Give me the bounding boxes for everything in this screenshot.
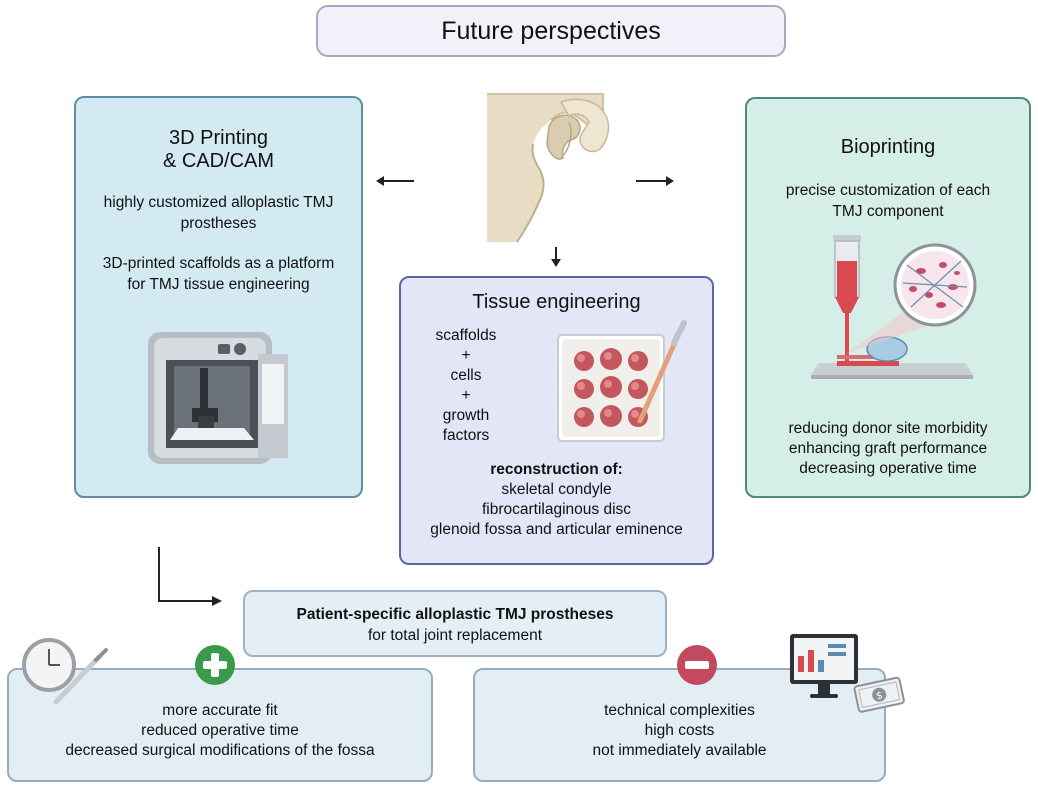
ingredient-factors: factors	[442, 427, 490, 444]
patient-specific-subtitle: for total joint replacement	[367, 627, 543, 644]
cell-culture-dish-icon	[557, 320, 687, 442]
bioprinter-icon	[811, 235, 977, 379]
ingredient-scaffolds: scaffolds	[435, 327, 497, 344]
bioprinting-box: Bioprinting precise customization of eac…	[745, 97, 1031, 498]
reconstruction-label: reconstruction of:	[490, 461, 623, 478]
minus-icon	[677, 645, 717, 685]
clock-scalpel-icon	[22, 638, 108, 705]
printing-point1-line1: highly customized alloplastic TMJ	[103, 194, 334, 211]
printing-heading-line2: & CAD/CAM	[162, 150, 275, 172]
disadvantage-2: high costs	[644, 722, 715, 739]
reconstruction-item-2: fibrocartilaginous disc	[481, 501, 632, 518]
advantage-2: reduced operative time	[141, 722, 299, 739]
title-box: Future perspectives	[316, 5, 786, 57]
plus-icon	[195, 645, 235, 685]
bioprinting-heading: Bioprinting	[840, 136, 936, 158]
advantages-box: more accurate fit reduced operative time…	[7, 668, 433, 782]
tmj-skull-icon	[487, 93, 610, 243]
reconstruction-item-1: skeletal condyle	[501, 481, 612, 498]
ingredient-cells: cells	[450, 367, 482, 384]
advantage-1: more accurate fit	[162, 702, 278, 719]
tissue-engineering-box: Tissue engineering scaffolds + cells + g…	[399, 276, 714, 565]
ingredient-growth: growth	[442, 407, 490, 424]
ingredient-plus-2: +	[461, 387, 471, 404]
patient-specific-title: Patient-specific alloplastic TMJ prosthe…	[296, 606, 614, 623]
printing-heading-line1: 3D Printing	[169, 127, 268, 149]
3d-printing-box: 3D Printing & CAD/CAM highly customized …	[74, 96, 363, 498]
bioprinting-benefit-3: decreasing operative time	[799, 460, 977, 477]
bioprinting-benefit-1: reducing donor site morbidity	[788, 420, 988, 437]
page-title: Future perspectives	[441, 16, 661, 45]
tissue-engineering-heading: Tissue engineering	[472, 291, 641, 313]
computer-money-icon: $	[790, 634, 905, 713]
3d-printer-icon	[148, 332, 288, 464]
printing-point2-line1: 3D-printed scaffolds as a platform	[102, 255, 335, 272]
ingredient-plus-1: +	[461, 347, 471, 364]
connector-arrow-icon	[158, 547, 222, 606]
bioprinting-intro-line1: precise customization of each	[785, 182, 991, 199]
arrow-left-icon	[376, 176, 414, 186]
printing-point1-line2: prostheses	[180, 215, 257, 232]
disadvantages-box: technical complexities high costs not im…	[473, 668, 886, 782]
arrow-right-icon	[636, 176, 674, 186]
arrow-down-icon	[551, 247, 561, 267]
bioprinting-benefit-2: enhancing graft performance	[788, 440, 988, 457]
bioprinting-intro-line2: TMJ component	[832, 203, 944, 220]
disadvantage-1: technical complexities	[604, 702, 755, 719]
printing-point2-line2: for TMJ tissue engineering	[127, 276, 310, 293]
patient-specific-box: Patient-specific alloplastic TMJ prosthe…	[243, 590, 667, 657]
advantage-3: decreased surgical modifications of the …	[65, 742, 375, 759]
svg-text:$: $	[875, 690, 884, 702]
disadvantage-3: not immediately available	[592, 742, 767, 759]
reconstruction-item-3: glenoid fossa and articular eminence	[430, 521, 683, 538]
